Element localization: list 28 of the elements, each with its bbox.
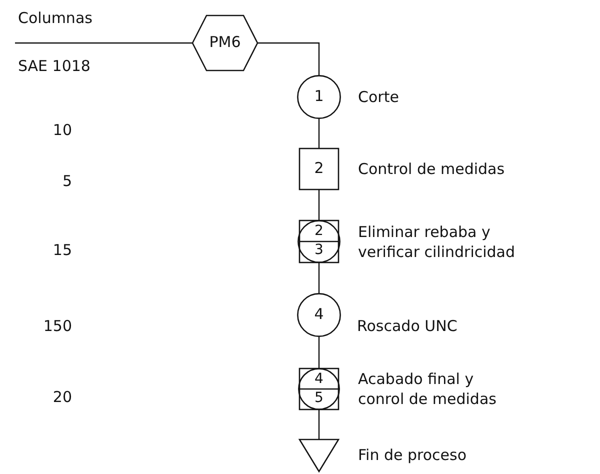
time-value: 20: [52, 387, 72, 407]
material-spec: SAE 1018: [18, 56, 90, 76]
flow-line: [318, 190, 320, 220]
operation-description: Acabado final y conrol de medidas: [358, 369, 498, 409]
step-number: 2: [314, 224, 324, 238]
flow-line: [318, 263, 320, 293]
operation-description: Eliminar rebaba y verificar cilindricidad: [358, 222, 516, 262]
time-value: 5: [62, 171, 72, 191]
time-value: 15: [52, 240, 72, 260]
time-value: 10: [52, 120, 72, 140]
step-number: 1: [313, 89, 325, 104]
operation-description: Fin de proceso: [358, 445, 468, 465]
operation-description: Control de medidas: [358, 159, 506, 179]
flow-line: [318, 337, 320, 368]
step-number: 2: [313, 161, 325, 176]
step-number: 4: [313, 307, 325, 322]
operation-description: Corte: [358, 87, 400, 107]
step-number: 5: [314, 390, 324, 404]
material-code: PM6: [208, 35, 242, 50]
time-value: 150: [43, 316, 72, 336]
flow-line: [318, 410, 320, 439]
step-number: 3: [314, 243, 324, 258]
step-number: 4: [314, 372, 324, 386]
flow-line: [258, 42, 320, 75]
flow-line: [15, 42, 192, 44]
material-name: Columnas: [18, 8, 92, 28]
flow-line: [318, 119, 320, 148]
operation-description: Roscado UNC: [357, 316, 458, 336]
